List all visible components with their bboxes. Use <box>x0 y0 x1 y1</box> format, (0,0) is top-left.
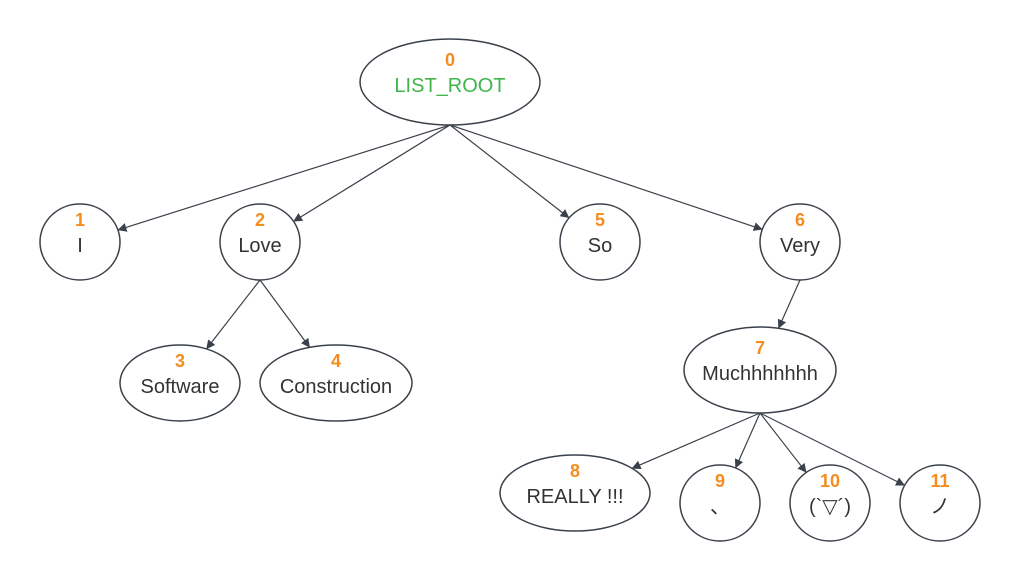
edge-7-to-10 <box>759 412 807 473</box>
edge-7-to-11 <box>759 412 906 486</box>
node-id-label: 2 <box>255 210 265 230</box>
node-ellipse <box>119 344 241 422</box>
node-ellipse <box>683 326 837 414</box>
node-ellipse <box>679 464 761 542</box>
edge-0-to-6 <box>449 124 763 231</box>
node-11: 11 ノ <box>899 464 981 542</box>
edge-0-to-5 <box>449 124 570 219</box>
node-id-label: 0 <box>445 50 455 70</box>
node-id-label: 6 <box>795 210 805 230</box>
node-text-label: ノ <box>930 496 950 518</box>
node-5: 5So <box>559 203 641 281</box>
node-ellipse <box>899 464 981 542</box>
node-id-label: 9 <box>715 471 725 491</box>
node-text-label: Construction <box>280 376 392 398</box>
nodes: 0LIST_ROOT1I2Love5So6Very3Software4Const… <box>39 38 981 542</box>
node-ellipse <box>39 203 121 281</box>
node-ellipse <box>789 464 871 542</box>
node-ellipse <box>499 454 651 532</box>
node-id-label: 3 <box>175 351 185 371</box>
node-9: 9、 <box>679 464 761 542</box>
edge-2-to-4 <box>259 279 311 348</box>
node-text-label: Software <box>141 376 220 398</box>
node-ellipse <box>259 344 413 422</box>
node-id-label: 4 <box>331 351 341 371</box>
node-id-label: 5 <box>595 210 605 230</box>
node-ellipse <box>559 203 641 281</box>
edge-0-to-1 <box>117 124 451 232</box>
node-text-label: REALLY !!! <box>526 486 623 508</box>
node-id-label: 10 <box>820 471 840 491</box>
node-text-label: So <box>588 235 612 257</box>
node-text-label: Very <box>780 235 820 257</box>
edge-7-to-9 <box>734 412 761 469</box>
node-id-label: 7 <box>755 338 765 358</box>
node-text-label: 、 <box>710 496 730 518</box>
node-ellipse <box>219 203 301 281</box>
node-10: 10 (`▽´) <box>789 464 871 542</box>
node-id-label: 11 <box>930 471 949 491</box>
edge-2-to-3 <box>206 279 261 350</box>
edges <box>117 124 906 486</box>
edge-7-to-8 <box>631 412 761 470</box>
node-ellipse <box>759 203 841 281</box>
node-id-label: 1 <box>75 210 85 230</box>
node-id-label: 8 <box>570 461 580 481</box>
node-ellipse <box>359 38 541 126</box>
node-text-label: Muchhhhhhh <box>702 363 818 385</box>
node-text-label: Love <box>238 235 281 257</box>
node-text-label: LIST_ROOT <box>394 75 505 97</box>
node-text-label: I <box>77 235 83 257</box>
node-1: 1I <box>39 203 121 281</box>
node-text-label: (`▽´) <box>809 496 851 518</box>
edge-0-to-2 <box>293 124 451 222</box>
edge-6-to-7 <box>777 279 801 329</box>
